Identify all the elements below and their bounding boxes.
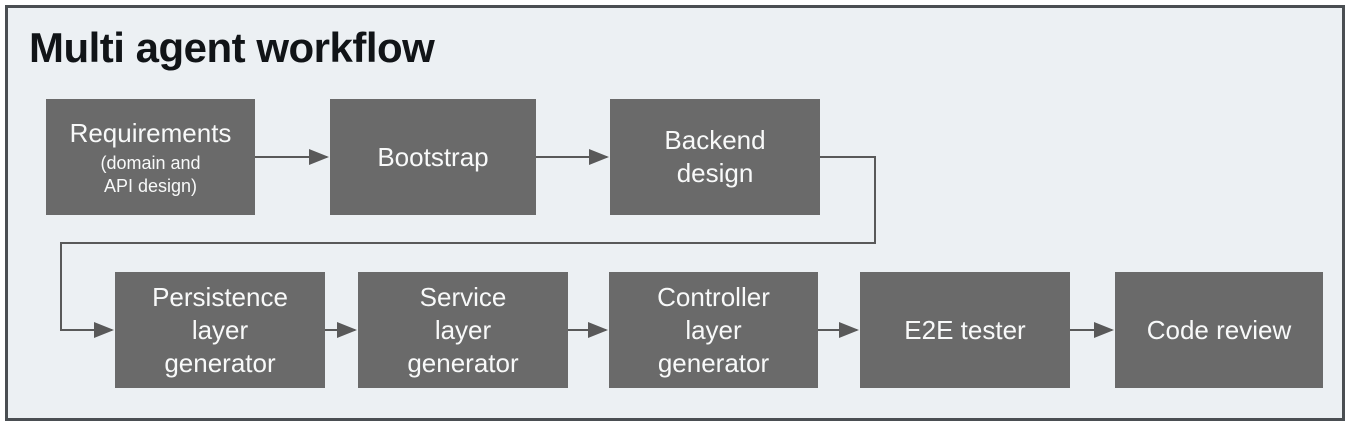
node-label: Controller layer generator bbox=[657, 281, 770, 378]
node-backend-design: Backend design bbox=[610, 99, 820, 215]
node-controller-layer-generator: Controller layer generator bbox=[609, 272, 818, 388]
node-requirements: Requirements (domain and API design) bbox=[46, 99, 255, 215]
node-label: Persistence layer generator bbox=[152, 281, 288, 378]
node-e2e-tester: E2E tester bbox=[860, 272, 1070, 388]
node-label: Requirements bbox=[69, 117, 232, 148]
node-label: Backend design bbox=[664, 125, 766, 188]
node-label: Service layer generator bbox=[407, 281, 519, 378]
diagram-title: Multi agent workflow bbox=[29, 24, 435, 71]
node-code-review: Code review bbox=[1115, 272, 1323, 388]
node-label: E2E tester bbox=[904, 314, 1026, 345]
node-persistence-layer-generator: Persistence layer generator bbox=[115, 272, 325, 388]
node-service-layer-generator: Service layer generator bbox=[358, 272, 568, 388]
node-bootstrap: Bootstrap bbox=[330, 99, 536, 215]
node-label: Bootstrap bbox=[377, 141, 489, 172]
node-label: Code review bbox=[1146, 314, 1292, 345]
node-sublabel: (domain and API design) bbox=[100, 152, 201, 196]
